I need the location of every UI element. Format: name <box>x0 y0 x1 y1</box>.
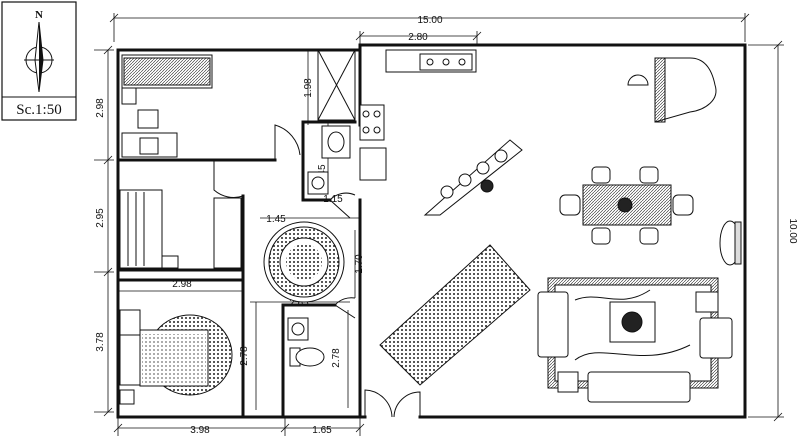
scale-label: Sc.1:50 <box>16 102 61 118</box>
dim-bath-width: 1.15 <box>323 194 343 205</box>
dim-overall-height: 10.00 <box>787 218 798 243</box>
doors <box>213 124 421 418</box>
bedroom3-furniture <box>119 309 233 405</box>
dim-overall-width: 15.00 <box>417 15 442 26</box>
north-scale-box: N Sc.1:50 <box>1 1 77 121</box>
dim-bottom-left-width: 3.98 <box>190 425 210 436</box>
bedroom1-furniture <box>121 54 213 158</box>
compass-icon <box>24 21 54 93</box>
piano <box>627 57 717 123</box>
dim-kitchen-width: 2.80 <box>408 32 428 43</box>
dim-bath-height: 45 <box>317 164 328 176</box>
bedroom2-furniture <box>119 189 242 269</box>
dim-hall-width: 1.45 <box>266 214 286 225</box>
bar-counter <box>423 139 523 216</box>
living-room <box>537 277 733 403</box>
dim-bedroom-width: 2.98 <box>172 279 192 290</box>
dining-set <box>559 166 694 245</box>
dim-duct-height: 1.98 <box>303 78 314 98</box>
dim-bedroom3-height: 3.78 <box>95 332 106 352</box>
dim-bottom-bath-width: 1.65 <box>312 425 332 436</box>
wall-unit <box>719 220 742 266</box>
shaft <box>317 49 356 121</box>
bath-fixtures <box>287 125 351 367</box>
walls <box>116 43 747 419</box>
dim-bath2-height: 2.78 <box>331 348 342 368</box>
dim-bedroom2-height: 2.95 <box>95 208 106 228</box>
round-rug <box>263 221 345 303</box>
north-label: N <box>35 9 43 21</box>
kitchen <box>359 49 477 181</box>
runner-rug <box>379 244 531 386</box>
dim-bedroom1-height: 2.98 <box>95 98 106 118</box>
dimension-lines <box>94 13 784 436</box>
